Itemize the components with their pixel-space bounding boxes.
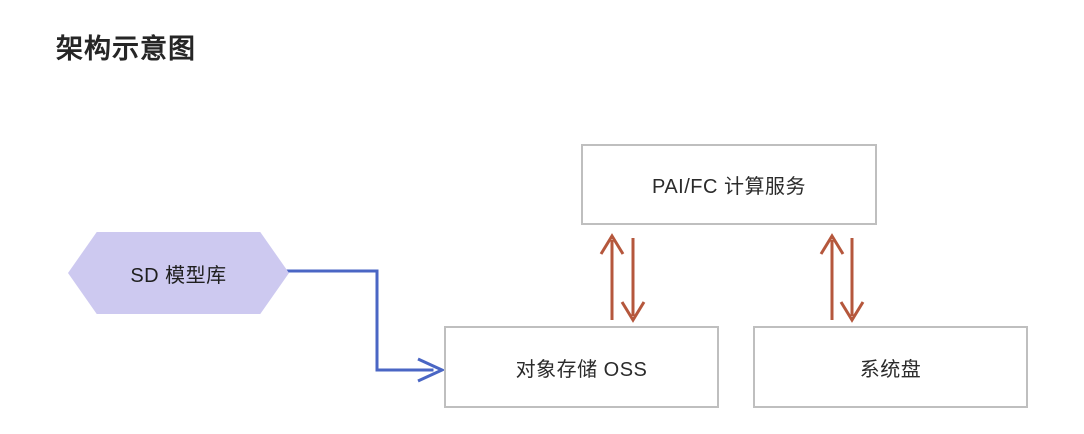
- node-system-disk-label: 系统盘: [859, 358, 922, 381]
- node-oss-label: 对象存储 OSS: [515, 358, 648, 381]
- page-title: 架构示意图: [56, 34, 196, 64]
- connector-system-disk-to-pai-fc-up: [819, 233, 845, 320]
- node-sd-model[interactable]: SD 模型库: [68, 232, 289, 314]
- connector-pai-fc-to-oss-down: [620, 238, 646, 323]
- node-system-disk[interactable]: 系统盘: [753, 326, 1028, 408]
- connector-sd-model-to-oss: [286, 269, 446, 383]
- connector-pai-fc-to-system-disk-down: [839, 238, 865, 323]
- node-pai-fc[interactable]: PAI/FC 计算服务: [581, 144, 877, 225]
- node-oss[interactable]: 对象存储 OSS: [444, 326, 719, 408]
- connector-oss-to-pai-fc-up: [599, 233, 625, 320]
- node-sd-model-label: SD 模型库: [130, 264, 227, 287]
- node-pai-fc-label: PAI/FC 计算服务: [651, 176, 807, 198]
